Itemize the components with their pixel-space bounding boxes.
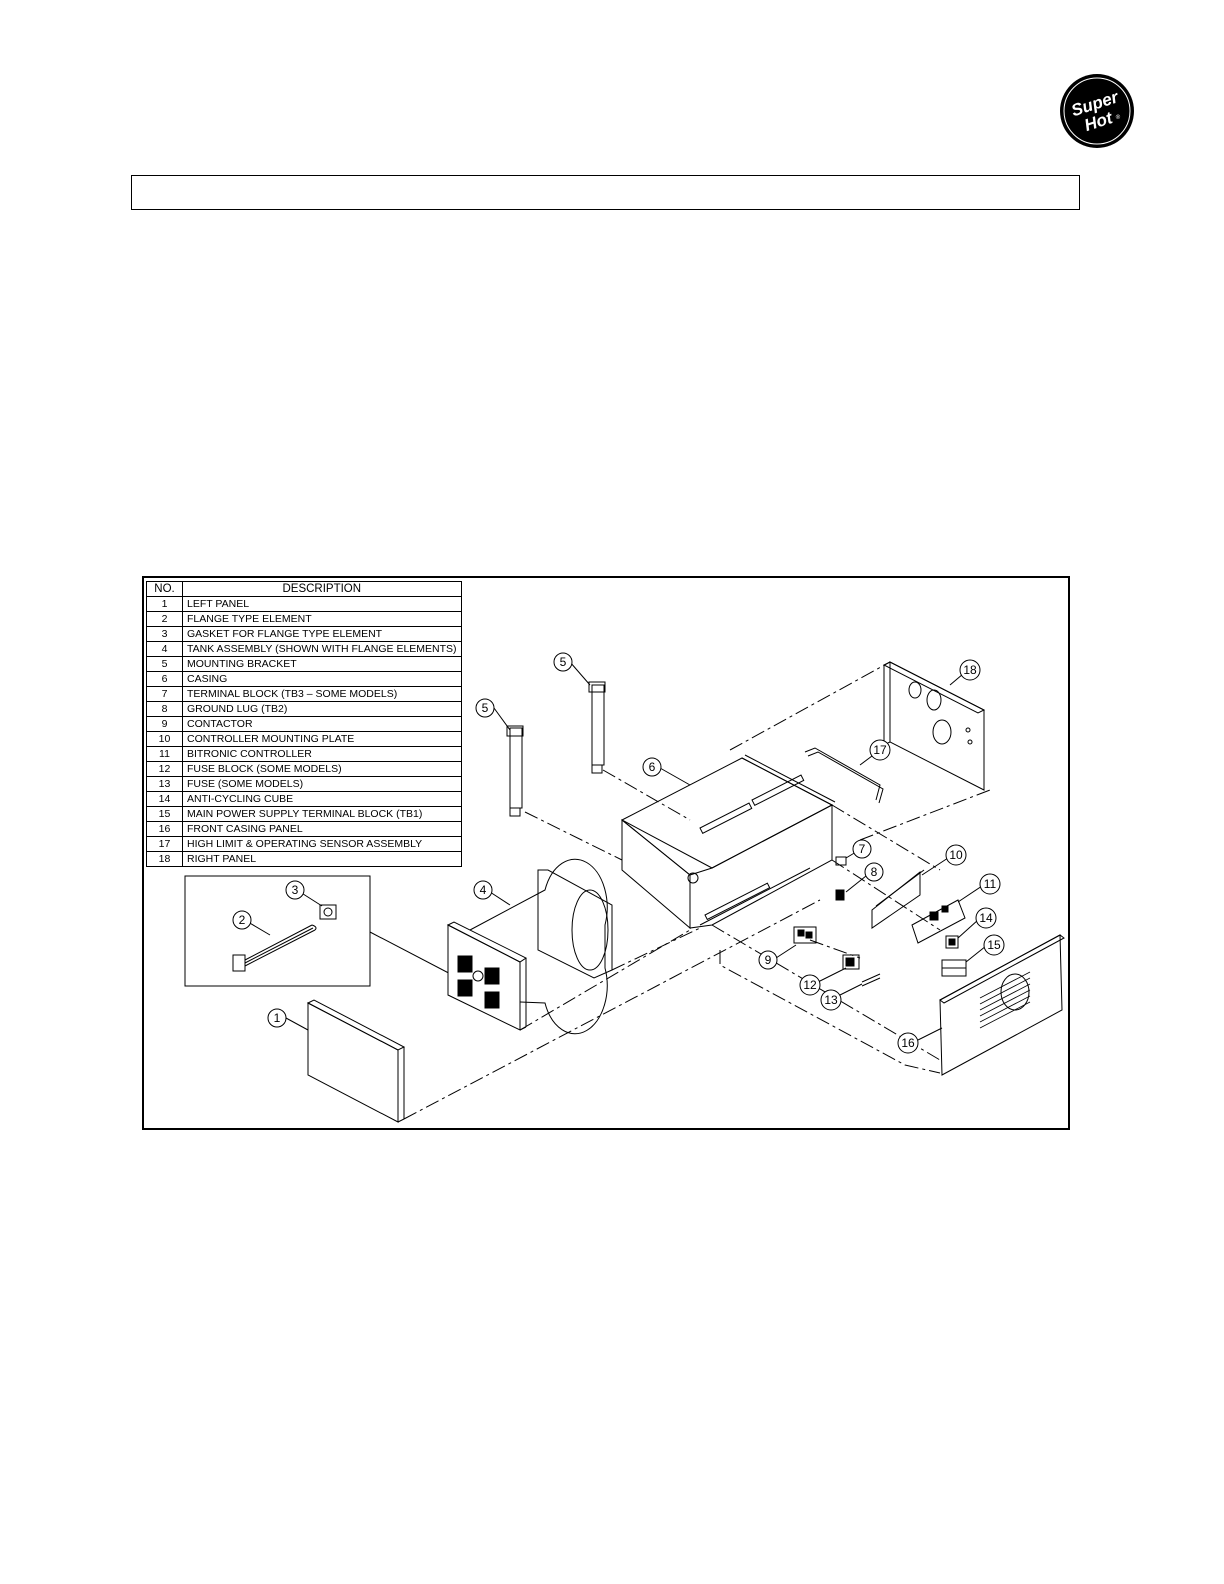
part-number: 14 [146,791,183,807]
casing-part [620,754,836,930]
callout-17: 17 [869,739,891,761]
svg-text:8: 8 [871,865,878,879]
flange-element-part [232,924,317,972]
super-hot-logo: Super Hot ® [1058,72,1136,150]
right-panel-part [882,661,986,791]
callout-8: 8 [864,862,884,882]
diagram-frame [142,576,1070,1130]
callout-12: 12 [799,974,821,996]
callout-5-right: 5 [553,652,573,672]
anti-cycling-cube-part [945,935,959,949]
svg-text:7: 7 [859,842,866,856]
callout-3: 3 [285,880,305,900]
fuse-block-part [842,954,860,970]
callout-4: 4 [473,880,493,900]
part-description: TERMINAL BLOCK (TB3 – SOME MODELS) [182,686,462,702]
svg-text:2: 2 [239,913,246,927]
part-description: BITRONIC CONTROLLER [182,746,462,762]
leader-lines [247,661,987,1041]
svg-text:3: 3 [292,883,299,897]
svg-text:4: 4 [480,883,487,897]
element-inset-box [184,875,463,987]
svg-text:10: 10 [949,848,963,862]
svg-text:5: 5 [560,655,567,669]
title-box [131,175,1080,210]
part-description: GASKET FOR FLANGE TYPE ELEMENT [182,626,462,642]
svg-text:14: 14 [979,911,993,925]
callout-18: 18 [959,659,981,681]
ground-lug-part [835,889,845,901]
tank-assembly-part [446,858,613,1035]
main-terminal-block-part [941,959,967,977]
svg-text:6: 6 [649,760,656,774]
front-casing-panel-part [939,934,1065,1076]
part-description: GROUND LUG (TB2) [182,701,462,717]
svg-text:16: 16 [901,1036,915,1050]
logo-registered-mark: ® [1115,113,1122,121]
svg-text:11: 11 [984,877,997,891]
callout-11: 11 [979,873,1001,895]
fuse-part [861,973,881,987]
callout-15: 15 [983,934,1005,956]
part-description: MOUNTING BRACKET [182,656,462,672]
callout-13: 13 [820,989,842,1011]
element-flange-2 [484,967,500,985]
element-flange-3 [457,979,473,997]
part-description: RIGHT PANEL [182,851,462,867]
sensor-assembly-part [804,747,884,804]
svg-text:13: 13 [824,993,838,1007]
part-description: FRONT CASING PANEL [182,821,462,837]
element-flange-4 [484,991,500,1009]
svg-text:5: 5 [482,701,489,715]
terminal-block-part [835,856,847,866]
callout-6: 6 [642,757,662,777]
left-panel-part [306,999,406,1123]
svg-text:15: 15 [987,938,1001,952]
callout-2: 2 [232,910,252,930]
callout-16: 16 [897,1032,919,1054]
callout-9: 9 [758,950,778,970]
mounting-bracket-left [506,725,524,817]
element-flange-1 [457,955,473,973]
gasket-part [319,904,337,920]
svg-text:1: 1 [274,1011,281,1025]
callout-5-left: 5 [475,698,495,718]
svg-text:17: 17 [873,743,887,757]
svg-text:18: 18 [963,663,977,677]
callout-10: 10 [945,844,967,866]
contactor-part [793,926,817,944]
svg-text:12: 12 [803,978,817,992]
callout-7: 7 [852,839,872,859]
mounting-bracket-right [588,681,606,774]
callouts: 1 2 3 4 5 5 6 7 8 9 10 11 12 13 14 15 16… [232,652,1005,1054]
svg-text:9: 9 [765,953,772,967]
callout-1: 1 [267,1008,287,1028]
bitronic-controller-part [911,899,966,944]
controller-mounting-plate-part [871,869,925,929]
callout-14: 14 [975,907,997,929]
part-description: CONTACTOR [182,716,462,732]
part-number: 18 [146,851,183,867]
